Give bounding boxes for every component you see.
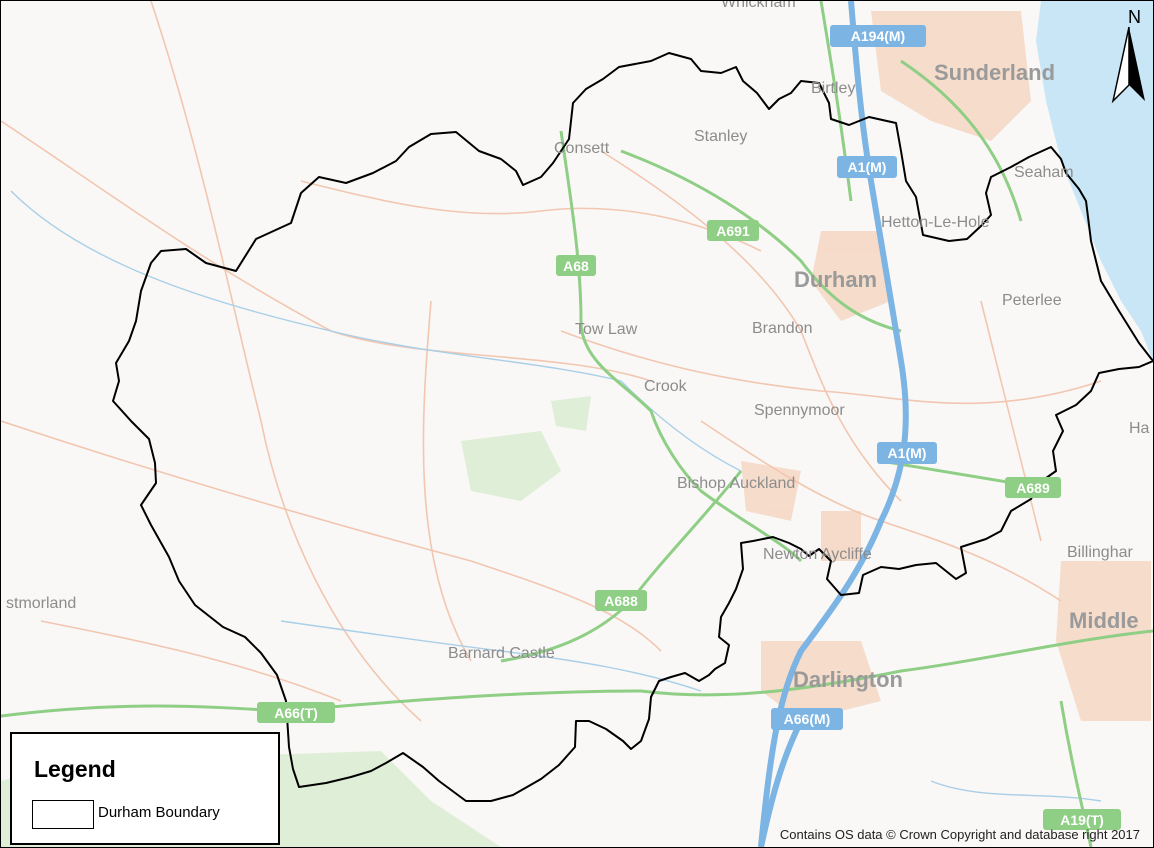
place-durham: Durham: [794, 267, 877, 292]
road-label-a194m: A194(M): [830, 25, 926, 47]
svg-text:A19(T): A19(T): [1060, 812, 1104, 828]
place-peterlee: Peterlee: [1002, 292, 1062, 309]
road-label-a19t: A19(T): [1043, 809, 1121, 830]
svg-text:A1(M): A1(M): [848, 159, 887, 175]
place-tow-law: Tow Law: [575, 321, 638, 338]
road-label-a1m-north: A1(M): [837, 156, 897, 178]
copyright-notice: Contains OS data © Crown Copyright and d…: [779, 827, 1140, 842]
place-darlington: Darlington: [793, 667, 903, 692]
place-ha: Ha: [1129, 420, 1150, 437]
place-consett: Consett: [554, 140, 610, 157]
place-spennymoor: Spennymoor: [754, 402, 845, 419]
place-brandon: Brandon: [752, 320, 813, 337]
motorway-a66m: [758, 719, 804, 847]
north-arrow-icon: [1111, 26, 1145, 104]
legend-title: Legend: [34, 756, 116, 782]
place-bishop-auckland: Bishop Auckland: [677, 475, 795, 492]
svg-text:A1(M): A1(M): [888, 445, 927, 461]
place-crook: Crook: [644, 378, 688, 395]
road-label-a688: A688: [595, 590, 647, 611]
place-birtley: Birtley: [811, 80, 855, 97]
place-sunderland: Sunderland: [934, 60, 1055, 85]
svg-text:A689: A689: [1016, 480, 1050, 496]
road-label-a689: A689: [1005, 477, 1061, 498]
rivers: [10, 190, 1102, 802]
place-seaham: Seaham: [1014, 164, 1074, 181]
road-label-a66m: A66(M): [771, 708, 843, 730]
place-hetton: Hetton-Le-Hole: [881, 214, 990, 231]
place-middle: Middle: [1069, 608, 1139, 633]
place-whickham: Whickham: [721, 1, 796, 11]
place-stanley: Stanley: [694, 128, 747, 145]
svg-text:A68: A68: [563, 258, 589, 274]
svg-text:A194(M): A194(M): [851, 28, 905, 44]
place-newton-aycliffe: Newton Aycliffe: [763, 546, 872, 563]
road-label-a66t: A66(T): [257, 702, 335, 723]
svg-text:A691: A691: [716, 223, 750, 239]
svg-text:A688: A688: [604, 593, 638, 609]
legend-panel: Legend Durham Boundary: [10, 732, 280, 845]
north-label: N: [1128, 7, 1141, 27]
place-westmorland: stmorland: [6, 595, 76, 612]
legend-item-label: Durham Boundary: [98, 804, 220, 821]
durham-boundary: [112, 52, 1153, 802]
place-billingham: Billinghar: [1067, 544, 1133, 561]
place-barnard-castle: Barnard Castle: [448, 645, 555, 662]
svg-text:A66(T): A66(T): [274, 705, 318, 721]
legend-boundary-swatch: [32, 800, 94, 829]
road-label-a691: A691: [707, 220, 759, 241]
road-label-a68: A68: [556, 255, 596, 276]
svg-text:A66(M): A66(M): [784, 711, 831, 727]
road-label-a1m-south: A1(M): [877, 442, 937, 464]
